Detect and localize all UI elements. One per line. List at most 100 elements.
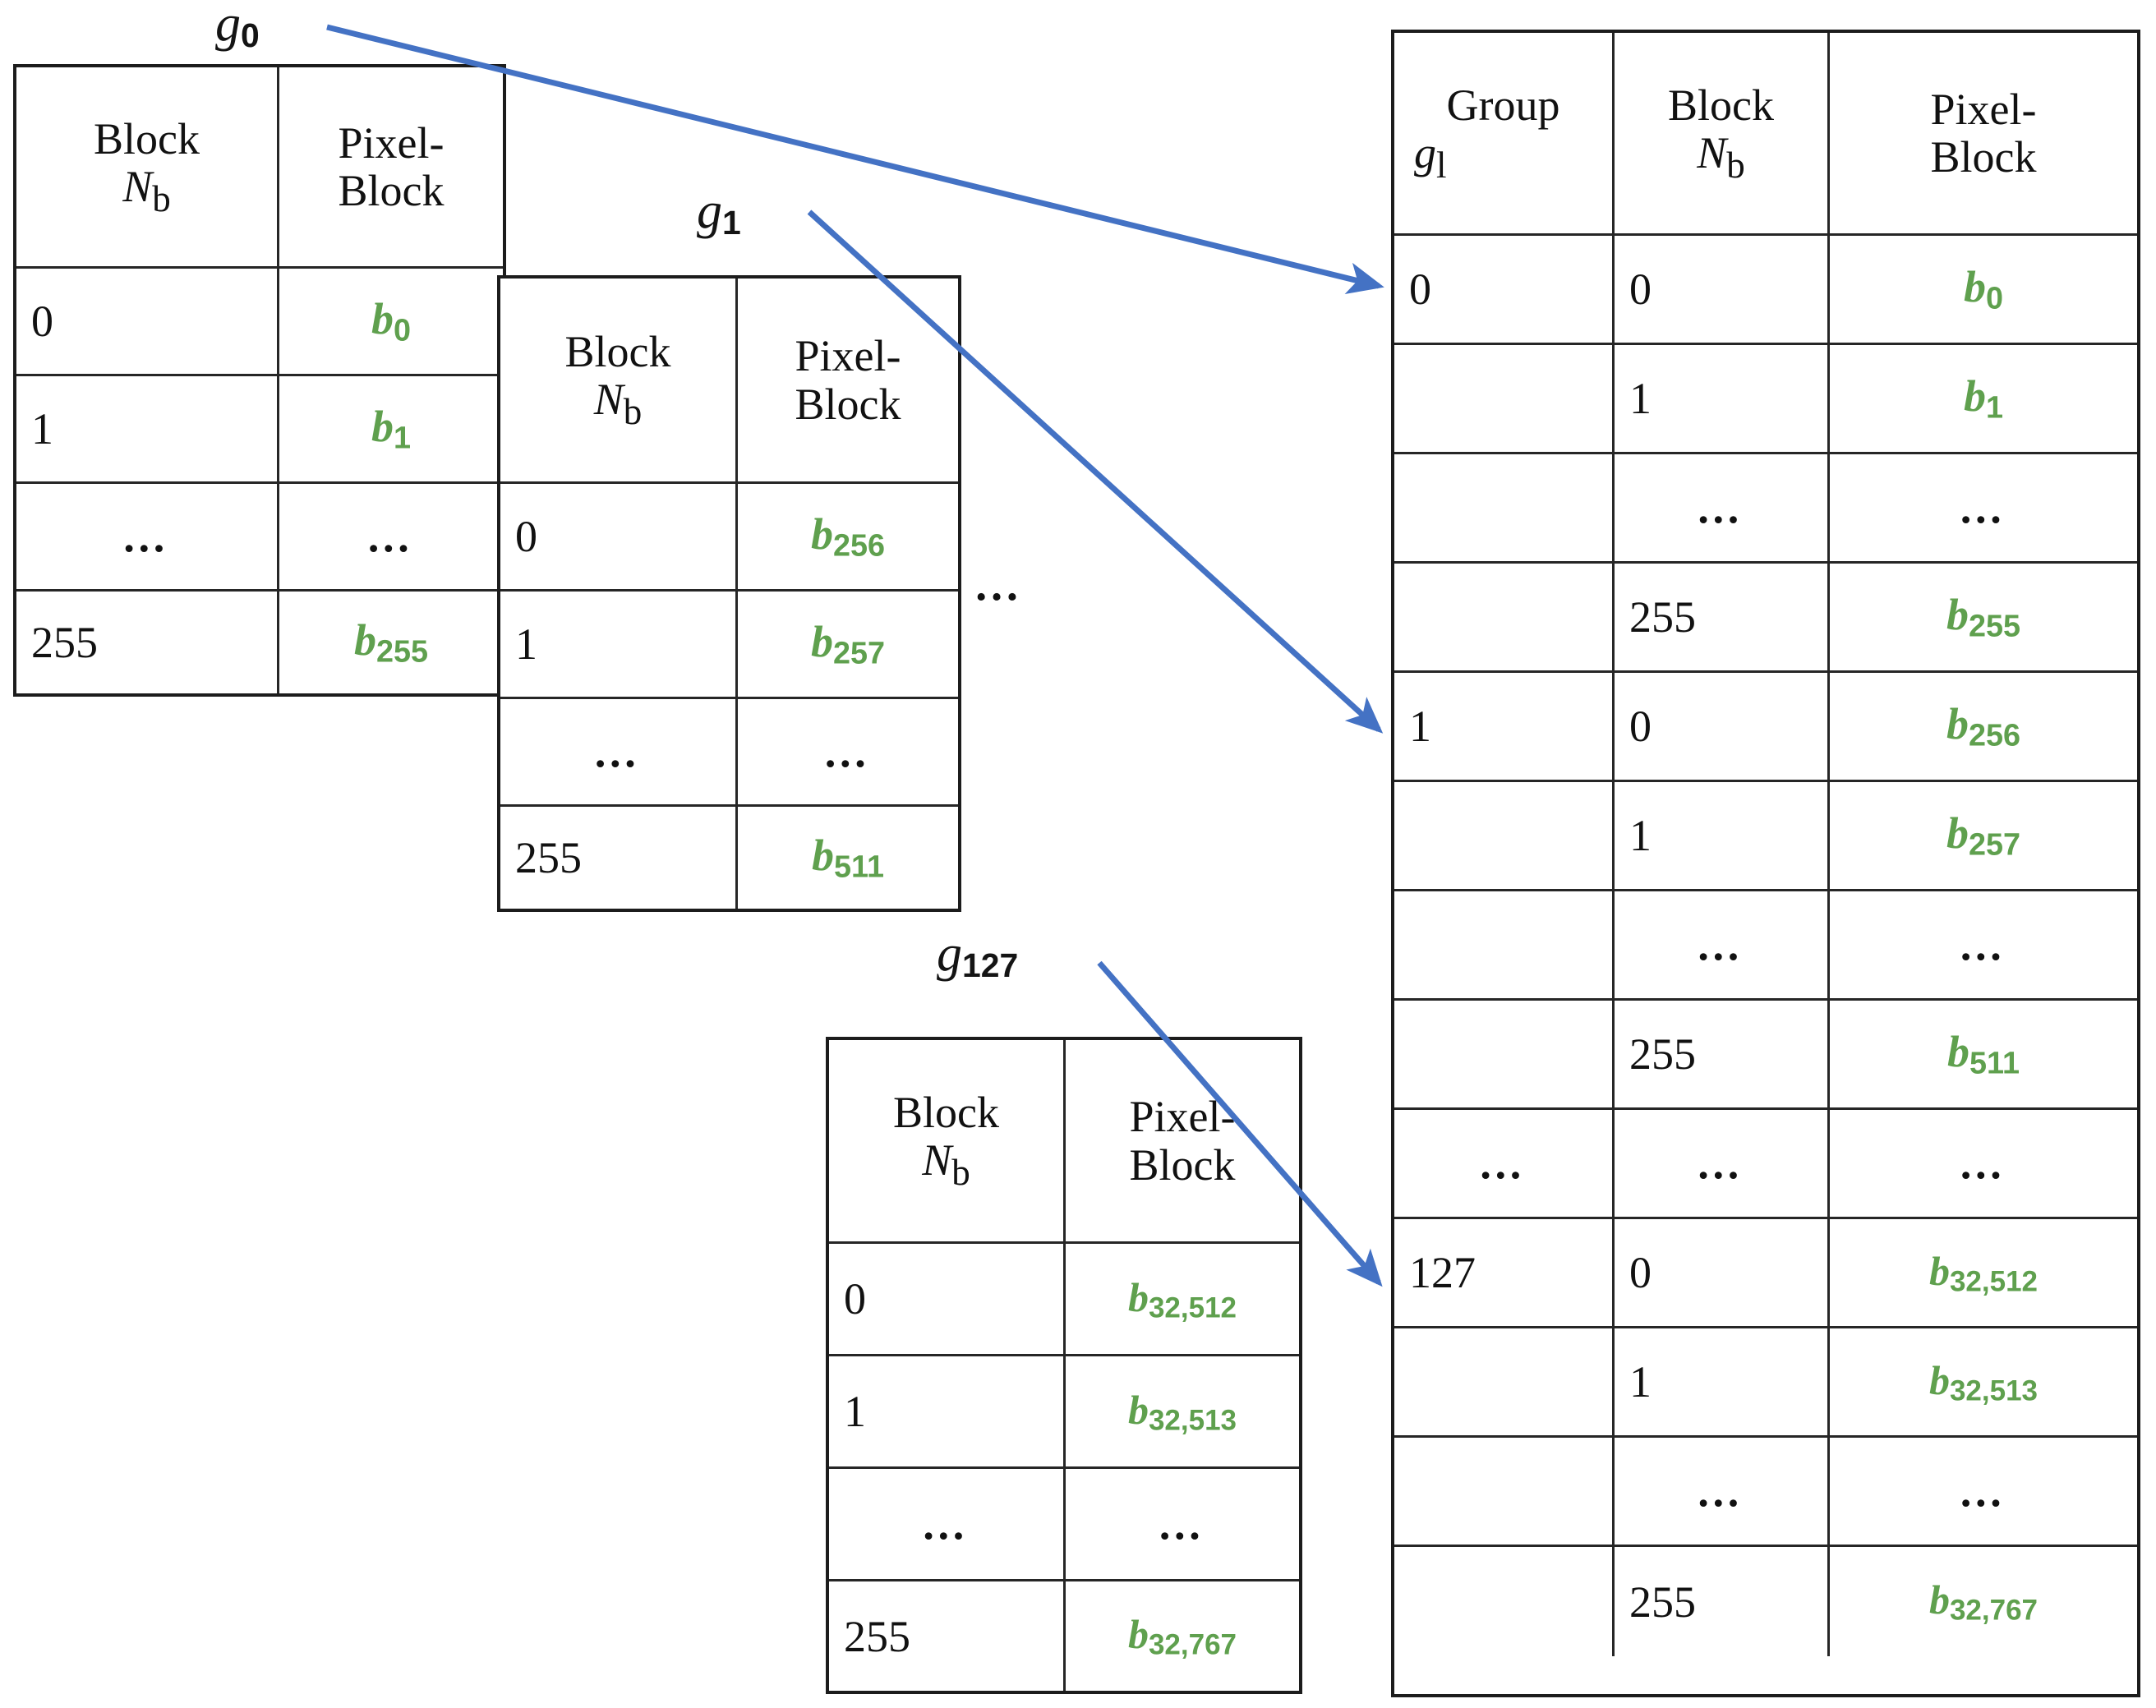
header-block-nb: Block Nb (16, 67, 279, 266)
table-row: 1 b257 (1394, 782, 2137, 891)
cell-pixel-block: b32,767 (1127, 1611, 1237, 1661)
table-row: 1 b257 (500, 592, 958, 699)
table-header-row: Group gl Block Nb Pixel- Block (1394, 33, 2137, 236)
cell-group-ellipsis: … (1394, 1110, 1615, 1217)
cell-group (1394, 454, 1615, 561)
group-table-g0: Block Nb Pixel- Block 0 b0 1 b1 … … 255 (13, 64, 506, 697)
group-caption-g0: g0 (215, 0, 260, 55)
table-row: 0 b32,512 (829, 1244, 1299, 1356)
header-block-nb: Block Nb (500, 279, 738, 481)
table-row: 127 0 b32,512 (1394, 1219, 2137, 1328)
cell-block: 1 (1615, 1328, 1830, 1435)
table-row: … … (16, 484, 503, 592)
cell-pixel-ellipsis: … (822, 727, 873, 776)
table-row: 1 0 b256 (1394, 673, 2137, 782)
table-row: … … (1394, 454, 2137, 564)
cell-block-ellipsis: … (500, 699, 738, 804)
cell-pixel-block: b257 (810, 617, 886, 671)
cell-pixel-block: b257 (1946, 808, 2021, 863)
cell-block-ellipsis: … (1615, 1438, 1830, 1545)
cell-group (1394, 782, 1615, 889)
cell-pixel-block: b256 (810, 509, 886, 564)
cell-group (1394, 1547, 1615, 1656)
cell-block-ellipsis: … (1615, 454, 1830, 561)
table-row: … … … (1394, 1110, 2137, 1219)
cell-pixel-block: b511 (811, 831, 884, 885)
cell-block: 0 (500, 484, 738, 589)
group-table-g127: Block Nb Pixel- Block 0 b32,512 1 b32,51… (826, 1037, 1302, 1694)
header-pixel-block: Pixel- Block (1930, 84, 2037, 182)
table-row: 0 b0 (16, 269, 503, 376)
table-row: 1 b1 (1394, 345, 2137, 454)
cell-block: 0 (1615, 673, 1830, 780)
header-block-nb: Block Nb (1615, 33, 1830, 233)
table-row: 255 b32,767 (1394, 1547, 2137, 1656)
cell-group: 127 (1394, 1219, 1615, 1326)
cell-group (1394, 1001, 1615, 1107)
cell-block: 0 (16, 269, 279, 374)
table-row: … … (500, 699, 958, 807)
cell-pixel-block: b32,512 (1928, 1247, 2039, 1298)
table-row: 255 b511 (500, 807, 958, 909)
table-row: 255 b255 (16, 592, 503, 693)
table-row: … … (1394, 891, 2137, 1001)
cell-pixel-block: b1 (371, 402, 412, 456)
header-pixel-block: Pixel- Block (795, 331, 901, 429)
cell-pixel-block: b0 (371, 294, 412, 348)
group-caption-g127: g127 (937, 926, 1019, 985)
cell-pixel-ellipsis: … (1958, 1139, 2009, 1188)
cell-block: 1 (1615, 782, 1830, 889)
cell-block: 255 (1615, 1001, 1830, 1107)
table-row: … … (829, 1469, 1299, 1581)
cell-pixel-block: b511 (1947, 1027, 2020, 1081)
cell-block: 1 (829, 1356, 1066, 1466)
table-header-row: Block Nb Pixel- Block (500, 279, 958, 484)
cell-block: 255 (1615, 1547, 1830, 1656)
table-header-row: Block Nb Pixel- Block (829, 1040, 1299, 1244)
group-table-g1: Block Nb Pixel- Block 0 b256 1 b257 … … … (497, 275, 961, 912)
tables-continuation-ellipsis: … (974, 559, 1025, 610)
cell-pixel-block: b32,767 (1928, 1577, 2039, 1627)
cell-pixel-block: b255 (1946, 590, 2021, 644)
table-row: … … (1394, 1438, 2137, 1547)
table-row: 0 0 b0 (1394, 236, 2137, 345)
header-pixel-block: Pixel- Block (338, 117, 445, 215)
cell-block: 255 (1615, 564, 1830, 670)
table-row: 0 b256 (500, 484, 958, 592)
table-row: 1 b32,513 (1394, 1328, 2137, 1438)
header-pixel-block: Pixel- Block (1129, 1092, 1236, 1190)
cell-group: 1 (1394, 673, 1615, 780)
cell-block: 1 (16, 376, 279, 481)
combined-group-block-table: Group gl Block Nb Pixel- Block 0 0 b0 1 … (1391, 30, 2140, 1697)
cell-block: 255 (829, 1581, 1066, 1691)
header-group-gl: Group gl (1394, 33, 1615, 233)
table-row: 1 b1 (16, 376, 503, 484)
cell-pixel-ellipsis: … (1958, 920, 2009, 969)
group-caption-g1: g1 (697, 183, 741, 242)
cell-group (1394, 564, 1615, 670)
cell-block: 255 (16, 592, 279, 693)
cell-block-ellipsis: … (829, 1469, 1066, 1579)
cell-block: 1 (500, 592, 738, 697)
cell-block: 0 (1615, 236, 1830, 343)
cell-pixel-ellipsis: … (1958, 483, 2009, 532)
table-row: 255 b511 (1394, 1001, 2137, 1110)
cell-pixel-block: b256 (1946, 699, 2021, 753)
cell-pixel-block: b32,513 (1928, 1356, 2039, 1407)
cell-block-ellipsis: … (1615, 1110, 1830, 1217)
header-block-nb: Block Nb (829, 1040, 1066, 1241)
cell-group: 0 (1394, 236, 1615, 343)
cell-block: 255 (500, 807, 738, 909)
table-row: 255 b255 (1394, 564, 2137, 673)
cell-group (1394, 1328, 1615, 1435)
cell-block: 0 (829, 1244, 1066, 1354)
cell-group (1394, 345, 1615, 452)
cell-group (1394, 891, 1615, 998)
cell-pixel-ellipsis: … (1157, 1499, 1208, 1549)
cell-pixel-block: b32,512 (1127, 1273, 1237, 1324)
cell-block: 1 (1615, 345, 1830, 452)
cell-pixel-block: b0 (1963, 262, 2004, 316)
cell-pixel-block: b32,513 (1127, 1386, 1237, 1437)
cell-block-ellipsis: … (16, 484, 279, 589)
